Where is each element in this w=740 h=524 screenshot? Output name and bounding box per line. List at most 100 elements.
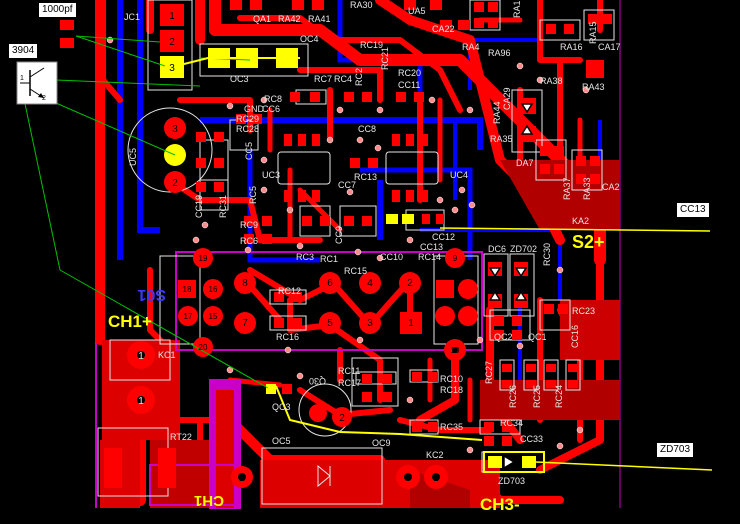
component-outlines — [149, 251, 483, 509]
label-ra42: RA42 — [278, 14, 301, 24]
label-rc11: RC11 — [338, 366, 360, 376]
label-rc28: RC28 — [236, 124, 259, 134]
svg-text:15: 15 — [209, 312, 218, 321]
label-ch3: CH3- — [480, 495, 520, 514]
component-symbols — [488, 103, 534, 470]
label-rc27: RC27 — [484, 361, 494, 384]
transistor-symbol-3904: 1 2 — [16, 61, 58, 105]
svg-text:3: 3 — [367, 318, 373, 329]
svg-text:6: 6 — [327, 278, 333, 289]
svg-text:7: 7 — [242, 318, 248, 329]
label-cc8: CC8 — [358, 124, 376, 134]
svg-text:1: 1 — [169, 11, 175, 22]
svg-text:3: 3 — [172, 124, 178, 135]
label-ra41: RA41 — [308, 14, 331, 24]
label-kc2: KC2 — [426, 450, 444, 460]
label-ca2: CA2 — [602, 182, 620, 192]
svg-text:2: 2 — [172, 178, 178, 189]
label-rc2: RC2 — [354, 68, 364, 86]
label-q30: Q30 — [309, 376, 326, 386]
label-uc5: UC5 — [128, 148, 138, 166]
svg-text:2: 2 — [239, 473, 245, 484]
label-qc1: QC1 — [528, 332, 547, 342]
label-oc9: OC9 — [372, 438, 391, 448]
label-rc9: RC9 — [240, 220, 258, 230]
svg-text:2: 2 — [339, 413, 345, 424]
label-rc26: RC26 — [508, 385, 518, 408]
svg-text:1: 1 — [20, 75, 24, 82]
label-rc15: RC15 — [344, 266, 367, 276]
svg-text:18: 18 — [183, 285, 192, 294]
label-cc12: CC12 — [432, 232, 455, 242]
label-ch1-bottom: CH1 — [194, 492, 224, 509]
label-rc16: RC16 — [276, 332, 299, 342]
svg-text:20: 20 — [199, 343, 208, 352]
label-rc7: RC7 — [314, 74, 332, 84]
label-rc4: RC4 — [334, 74, 352, 84]
callout-zd703: ZD703 — [656, 442, 695, 458]
kc1-pad-numbers: 1 1 — [138, 351, 144, 407]
svg-text:2: 2 — [42, 95, 46, 102]
label-ra33: RA33 — [582, 177, 592, 200]
label-qc2: QC2 — [494, 332, 513, 342]
label-cc9: CC9 — [334, 226, 344, 244]
label-qa1: QA1 — [253, 14, 271, 24]
label-dc6: DC6 — [488, 244, 506, 254]
label-cc10: CC10 — [380, 252, 403, 262]
label-rc13: RC13 — [354, 172, 377, 182]
svg-text:2: 2 — [407, 278, 413, 289]
label-rc30: RC30 — [542, 243, 552, 266]
label-s01: S01 — [137, 286, 166, 303]
label-ra38: RA38 — [540, 76, 563, 86]
label-ca22: CA22 — [432, 24, 455, 34]
label-rc17: RC17 — [338, 378, 361, 388]
label-rc6: RC6 — [240, 236, 258, 246]
label-rc29: RC29 — [236, 114, 259, 124]
label-rc5: RC5 — [248, 186, 258, 204]
label-cc6: CC6 — [262, 104, 280, 114]
label-gnd: GND — [244, 104, 265, 114]
label-cc33: CC33 — [520, 434, 543, 444]
vias — [106, 36, 590, 454]
label-oc3-top: OC3 — [230, 74, 249, 84]
svg-text:19: 19 — [199, 254, 208, 263]
label-da7: DA7 — [516, 158, 534, 168]
svg-text:1: 1 — [433, 473, 439, 484]
label-kc1: KC1 — [158, 350, 176, 360]
svg-text:2: 2 — [169, 37, 175, 48]
label-ra37: RA37 — [562, 177, 572, 200]
svg-text:1: 1 — [138, 351, 144, 362]
svg-text:8: 8 — [242, 278, 248, 289]
label-oc4: OC4 — [300, 34, 319, 44]
svg-text:9: 9 — [453, 254, 458, 263]
callout-3904: 3904 — [8, 43, 39, 59]
resistor-bodies — [199, 0, 615, 435]
label-ch1: CH1+ — [108, 312, 152, 331]
svg-text:3: 3 — [169, 63, 175, 74]
ratsnest-lines — [19, 35, 269, 389]
through-hole-pads — [127, 4, 604, 489]
svg-text:4: 4 — [367, 278, 373, 289]
label-rc25: RC25 — [532, 385, 542, 408]
label-cc19: CC19 — [194, 195, 204, 218]
connector-labels: CH1+ S01 S2+ CH3- CH1 — [108, 232, 605, 514]
label-rc20: RC20 — [398, 68, 421, 78]
label-ca17: CA17 — [598, 42, 621, 52]
pad-numbers: 1 2 3 3 2 19 18 17 16 15 20 9 10 8 7 6 5… — [169, 11, 460, 484]
callout-leaders — [439, 227, 713, 471]
label-rc10: RC10 — [440, 374, 463, 384]
label-rc14: RC14 — [418, 252, 441, 262]
label-rc8: RC8 — [264, 94, 282, 104]
svg-text:5: 5 — [327, 318, 333, 329]
label-ra44: RA44 — [492, 101, 502, 124]
label-rc34: RC34 — [500, 418, 523, 428]
label-rc23: RC23 — [572, 306, 595, 316]
label-cc11: CC11 — [398, 80, 420, 90]
label-ka2: KA2 — [572, 216, 589, 226]
label-uc4: UC4 — [450, 170, 468, 180]
label-zd703: ZD703 — [498, 476, 525, 486]
label-ua5: UA5 — [408, 6, 426, 16]
label-rt22: RT22 — [170, 432, 192, 442]
label-rc31: RC31 — [218, 195, 228, 218]
